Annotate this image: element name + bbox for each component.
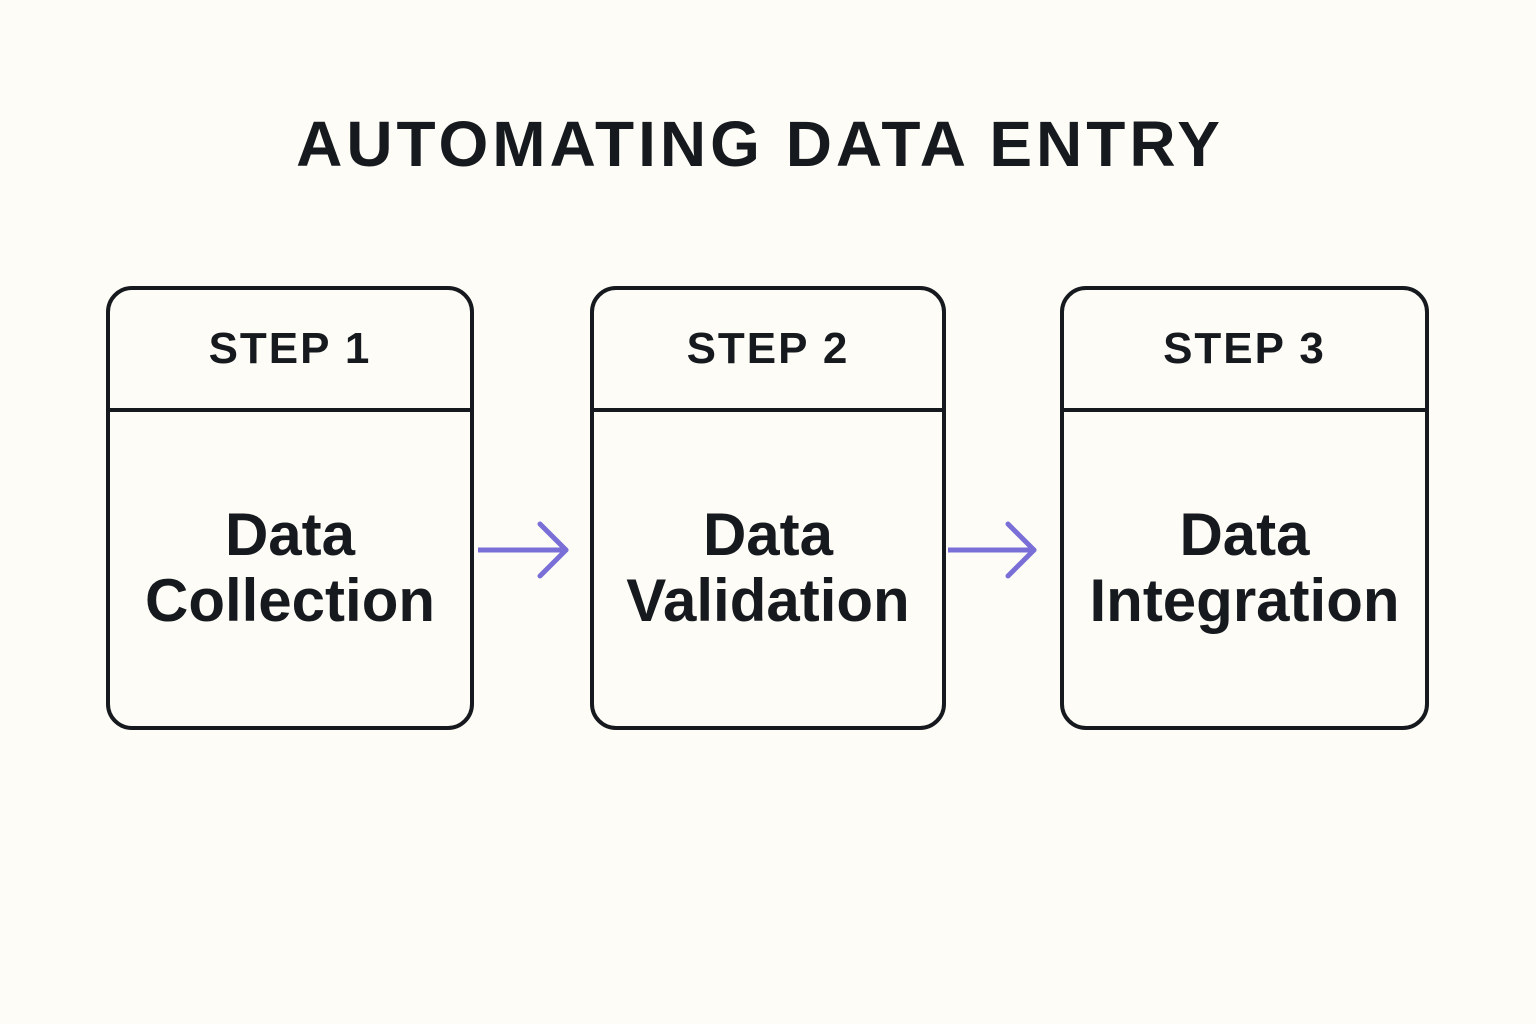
step-name: Data Validation [594,502,942,634]
step-name: Data Collection [110,502,470,634]
arrow-right-icon [948,521,1037,579]
step-card-2: STEP 2 Data Validation [590,286,946,730]
step-label: STEP 3 [1064,290,1425,412]
step-name-line: Data [1179,501,1310,568]
step-name-line: Collection [144,567,435,634]
step-card-3: STEP 3 Data Integration [1060,286,1429,730]
step-name-line: Validation [626,567,910,634]
step-label: STEP 1 [110,290,470,412]
step-name: Data Integration [1064,502,1425,634]
step-card-1: STEP 1 Data Collection [106,286,474,730]
step-label: STEP 2 [594,290,942,412]
diagram-title: AUTOMATING DATA ENTRY [296,108,1224,180]
step-name-line: Data [224,501,356,568]
arrow-right-icon [478,521,569,579]
step-name-line: Data [702,501,834,568]
step-name-line: Integration [1089,567,1400,634]
